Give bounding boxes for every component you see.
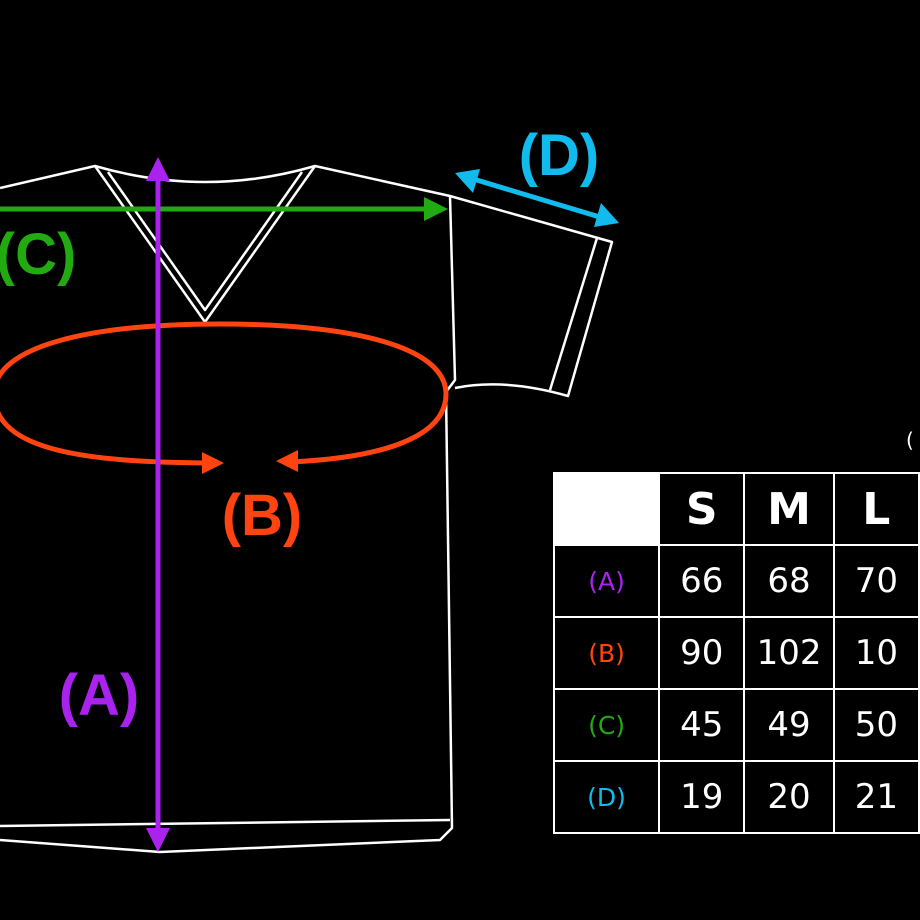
unit-note: ( (906, 428, 914, 452)
length-arrowhead-top (146, 157, 170, 181)
table-cell: 90 (658, 616, 746, 690)
row-label-a: (A) (552, 544, 661, 618)
neck-inner-outline (106, 171, 304, 312)
size-header-l: L (832, 472, 920, 546)
table-cell: 70 (832, 544, 920, 618)
size-header-m: M (743, 472, 835, 546)
sleeve-label: (D) (519, 123, 600, 188)
table-cell: 19 (658, 760, 746, 834)
table-cell: 102 (743, 616, 835, 690)
size-header-s: S (658, 472, 746, 546)
row-label-d: (D) (552, 760, 661, 834)
table-cell: 49 (743, 688, 835, 762)
table-cell: 21 (832, 760, 920, 834)
shoulder-label: (C) (0, 222, 76, 287)
table-cell: 45 (658, 688, 746, 762)
length-arrowhead-bottom (146, 828, 170, 852)
sleeve-measurement: (D) (455, 123, 619, 227)
table-cell: 20 (743, 760, 835, 834)
neck-outer-outline (93, 165, 317, 324)
length-label: (A) (59, 663, 140, 728)
hem-line (0, 818, 451, 828)
sleeve-arrowhead-right (594, 203, 619, 227)
row-label-c: (C) (552, 688, 661, 762)
table-row: (C) 45 49 50 (552, 688, 920, 762)
size-table: S M L (A) 66 68 70 (B) 90 102 10 (C) 45 … (552, 472, 920, 834)
table-row: (D) 19 20 21 (552, 760, 920, 834)
shoulder-measurement: (C) (0, 197, 448, 287)
table-row: (A) 66 68 70 (552, 544, 920, 618)
table-cell: 10 (832, 616, 920, 690)
tshirt-outline (0, 164, 614, 854)
chest-arrowhead-left (202, 452, 224, 474)
chest-arrowhead-right (276, 450, 298, 472)
row-label-b: (B) (552, 616, 661, 690)
chest-ellipse (0, 321, 449, 466)
table-cell: 50 (832, 688, 920, 762)
table-row: (B) 90 102 10 (552, 616, 920, 690)
length-measurement: (A) (59, 157, 170, 852)
table-corner-cell (552, 472, 661, 546)
chest-label: (B) (222, 483, 303, 548)
shoulder-arrowhead (424, 197, 448, 221)
table-cell: 68 (743, 544, 835, 618)
sleeve-cuff-line (548, 237, 599, 391)
table-header-row: S M L (552, 472, 920, 546)
chest-measurement: (B) (0, 321, 449, 548)
table-cell: 66 (658, 544, 746, 618)
sleeve-arrow-line (469, 175, 604, 221)
tshirt-body-outline (0, 164, 457, 854)
sleeve-outline (449, 194, 614, 398)
sleeve-arrowhead-left (455, 169, 480, 193)
